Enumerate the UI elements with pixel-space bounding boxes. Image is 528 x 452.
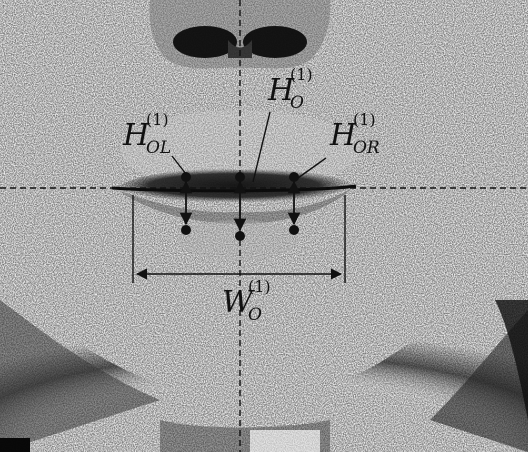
- width-sub: O: [248, 305, 262, 325]
- height-left-sup: (1): [146, 110, 169, 129]
- width-sup: (1): [248, 277, 271, 296]
- right-lower-point: [289, 225, 299, 235]
- center-upper-point: [235, 172, 245, 182]
- height-center-sub: O: [290, 93, 304, 113]
- right-upper-point: [289, 172, 299, 182]
- height-right-sub: OR: [353, 138, 380, 158]
- height-right-sup: (1): [353, 110, 376, 129]
- height-center-sup: (1): [290, 65, 313, 84]
- center-lower-point: [235, 231, 245, 241]
- left-lower-point: [181, 225, 191, 235]
- height-left-sub: OL: [146, 138, 171, 158]
